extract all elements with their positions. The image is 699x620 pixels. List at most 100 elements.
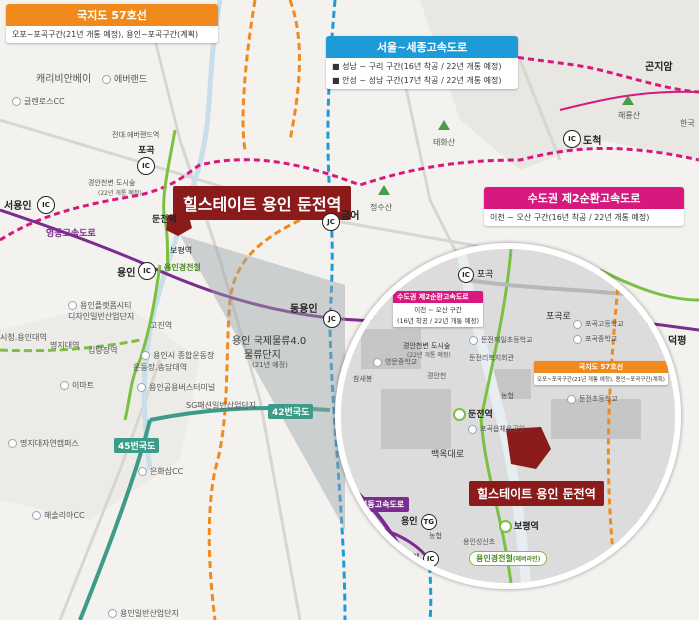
inset-pogok-park: 포곡읍체육공원 — [468, 424, 525, 434]
seoul-sejong-line1: ■ 성남 ~ 구리 구간(16년 착공 / 22년 개통 예정) — [332, 62, 502, 71]
gyeongan-label: 경안천변 도시숲 — [88, 179, 136, 187]
route57-callout: 국지도 57호선 오포~포곡구간(21년 개통 예정), 용인~포곡구간(계획) — [6, 4, 218, 43]
school-icon — [567, 394, 576, 404]
seoul-sejong-callout: 서울~세종고속도로 ■ 성남 ~ 구리 구간(16년 착공 / 22년 개통 예… — [326, 36, 518, 89]
yeongdong-label: 영동고속도로 — [46, 229, 96, 239]
ring2-callout: 수도권 제2순환고속도로 이천 ~ 오산 구간(16년 착공 / 22년 개통 … — [484, 187, 684, 226]
ring2-title: 수도권 제2순환고속도로 — [484, 187, 684, 209]
yongin-label: 용인 — [117, 268, 136, 279]
inset-chamsaebong: 참새봉 — [353, 375, 373, 383]
golf-icon — [138, 467, 147, 476]
emart-label: 이마트 — [60, 380, 94, 391]
inset-yongin-line: 용인경전철(에버라인) — [469, 551, 548, 566]
taehwasan-label: 태화산 — [433, 138, 456, 147]
light-rail-line — [0, 338, 141, 353]
inset-bopyeong: 보평역 — [499, 519, 539, 533]
bus-icon — [137, 383, 146, 392]
seoul-sejong-title: 서울~세종고속도로 — [326, 36, 518, 58]
mountain-icon — [378, 185, 390, 195]
inset-site-marker — [506, 427, 551, 469]
inset-pogokro: 포곡로 — [546, 312, 571, 322]
dunjeon-label: 둔전역 — [152, 215, 177, 225]
gyeongan-sub: (22년 개통 예정) — [98, 190, 142, 197]
caribbean-label: 캐리비안베이 — [36, 74, 92, 85]
inset-pogok-high: 포곡고등학교 — [573, 319, 624, 329]
seoyongin-ic: IC — [37, 196, 55, 214]
inset-map: IC 포곡 수도권 제2순환고속도로 이천 ~ 오산 구간 (16년 착공 / … — [335, 243, 681, 589]
dochuk-ic: IC — [563, 130, 581, 148]
geumeo-jc: JC — [322, 213, 340, 231]
school-icon — [8, 439, 17, 448]
yongin-ic: IC — [138, 262, 156, 280]
inset-baekokdaero: 백옥대로 — [431, 450, 465, 460]
inset-gyeongan-sub: (22년 개통 예정) — [407, 352, 451, 359]
gojin-label: 고진역 — [150, 321, 173, 330]
korea-label: 한국 — [680, 119, 695, 128]
park-icon — [468, 424, 477, 434]
logistics-label-b: 물류단지 — [244, 350, 281, 361]
dochuk-label: 도척 — [583, 136, 602, 147]
inset-yongin-tg: 용인 TG — [401, 514, 437, 530]
mountain-icon — [438, 120, 450, 130]
jeongsusan-label: 정수산 — [370, 203, 393, 212]
geumeo-label: 금어 — [341, 211, 360, 222]
seoul-sejong-line-south — [328, 329, 347, 620]
mju-campus-label: 명지대자연캠퍼스 — [8, 438, 79, 449]
myeongji-label: 명지대역 — [50, 341, 80, 350]
school-icon — [573, 334, 582, 344]
inset-dunjeon-elem: 둔전제일초등학교 — [469, 335, 533, 345]
route45-line — [78, 419, 152, 620]
route42-label: 42번국도 — [268, 404, 314, 419]
logistics-sub: (21년 예정) — [252, 361, 288, 369]
rail-ne — [599, 268, 699, 302]
seoul-sejong-inset-line — [423, 499, 433, 620]
undong-label: 운동장.송담대역 — [133, 363, 188, 372]
everland-label: 에버랜드 — [102, 72, 147, 85]
stadium-label: 용인시 종합운동장 — [141, 350, 214, 361]
haereungsan-label: 해룡산 — [618, 111, 641, 120]
inset-gyeongancheon: 경안천 — [427, 372, 447, 380]
inset-dunjeon-elem2: 둔전초등학교 — [567, 394, 618, 404]
golf-icon — [12, 97, 21, 106]
dongyongin-jc: JC — [323, 310, 341, 328]
ring2-line — [0, 146, 699, 242]
inset-yongin-ic: 용인 IC — [403, 551, 439, 567]
bus-terminal-label: 용인공용버스터미널 — [137, 382, 215, 393]
eunhwasam-label: 은화삼CC — [138, 466, 183, 477]
inset-site-title: 힐스테이트 용인 둔전역 — [469, 481, 604, 506]
inset-gyeongan: 경안천변 도시숲 — [403, 342, 451, 350]
route57-body: 오포~포곡구간(21년 개통 예정), 용인~포곡구간(계획) — [12, 30, 199, 39]
inset-nonghyup2: 농협 — [429, 532, 442, 540]
mountain-icon — [622, 95, 634, 105]
bopyeong-label: 보평역 — [170, 246, 193, 255]
logistics-label-a: 용인 국제물류4.0 — [232, 336, 307, 347]
school-icon — [373, 357, 382, 367]
inset-yeongmun: 영문중학교 — [373, 357, 417, 367]
inset-dunjeon-welfare: 둔전리복지회관 — [469, 354, 515, 362]
everland-stn-label: 전대.에버랜드역 — [112, 131, 160, 139]
inset-pogok-middle: 포곡중학교 — [573, 334, 617, 344]
pogok-ic: IC — [137, 157, 155, 175]
pogok-label: 포곡 — [138, 146, 155, 156]
school-icon — [573, 319, 582, 329]
seoul-sejong-line2: ■ 안성 ~ 성남 구간(17년 착공 / 22년 개통 예정) — [332, 76, 502, 85]
ring2-branch — [559, 90, 699, 111]
bottom-place-label: 용인일반산업단지 — [108, 608, 179, 619]
glenrose-label: 글렌로스CC — [12, 96, 65, 107]
sicheong-label: 시청.용인대역 — [0, 333, 47, 342]
zoom-cone — [180, 235, 345, 530]
inset-dunjeon-stn: 둔전역 — [453, 407, 493, 421]
route57-title: 국지도 57호선 — [6, 4, 218, 26]
place-icon — [141, 351, 150, 360]
inset-rt57-callout: 국지도 57호선 오포~포곡구간(21년 개통 예정), 용인~포곡구간(계획) — [534, 361, 668, 385]
inset-yeongdong: 영동고속도로 — [355, 497, 410, 512]
route57-line-south — [207, 218, 301, 620]
place-icon — [108, 609, 117, 618]
sg-industrial-label: SG패션일반산업단지 — [186, 401, 257, 410]
school-icon — [469, 335, 478, 345]
inset-pogok-ic: IC 포곡 — [458, 267, 493, 283]
platform-label: 용인플랫폼시티디자인일반산업단지 — [68, 301, 135, 321]
seoyongin-label: 서용인 — [4, 201, 32, 212]
route45-label: 45번국도 — [114, 438, 160, 453]
deokpyeong-label: 덕평 — [668, 336, 687, 347]
